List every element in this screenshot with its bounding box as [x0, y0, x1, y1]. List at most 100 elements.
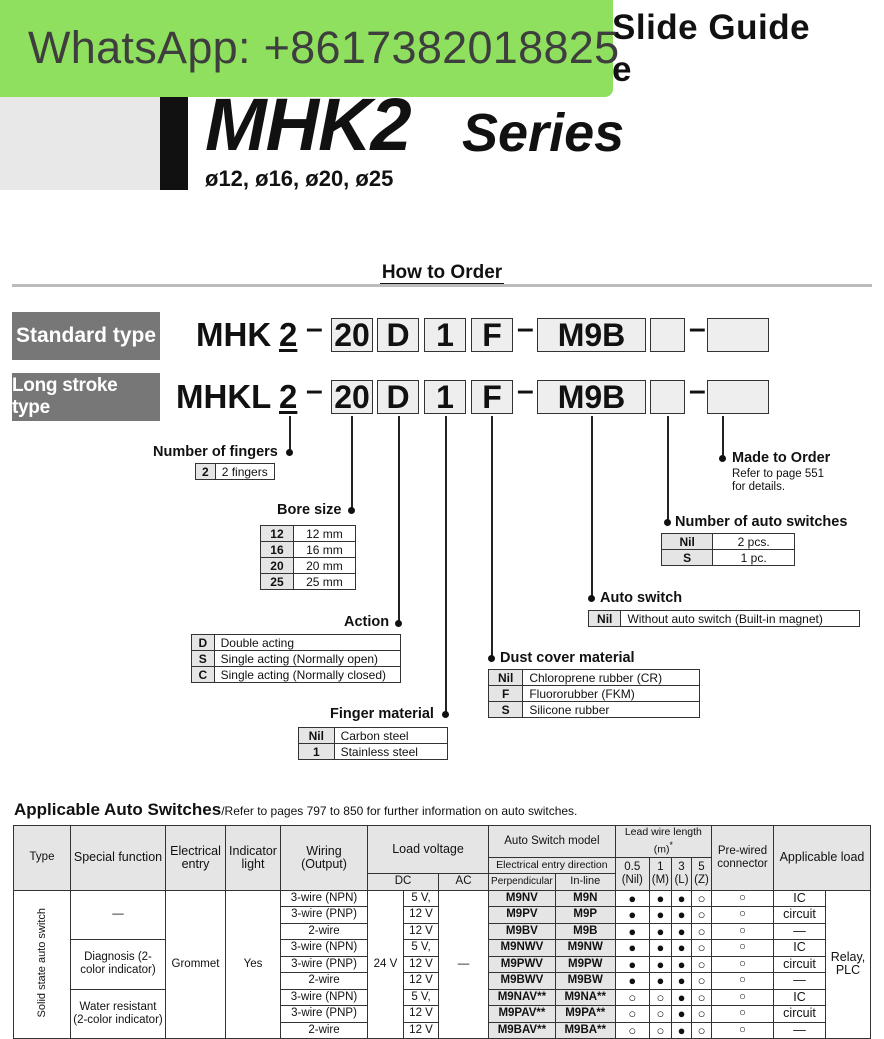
bore-title: Bore size [277, 502, 342, 518]
auto-switch-title: Auto switch [600, 590, 683, 606]
prewired-cell: ○ [711, 906, 774, 924]
lead-length-cell: ● [614, 889, 650, 907]
option-code: C [191, 666, 215, 683]
made-to-order-note1: Refer to page 551 [732, 468, 825, 480]
std-bore-box: 20 [331, 317, 373, 353]
option-code: Nil [298, 727, 335, 744]
prewired-cell: ○ [711, 1021, 774, 1039]
heading-rule [12, 284, 872, 287]
voltage-cell: 12 V [402, 922, 440, 940]
finger-material-title: Finger material [330, 706, 434, 722]
option-code: F [487, 685, 524, 702]
inline-model-cell: M9NA** [554, 988, 616, 1006]
leader-fingers [289, 416, 291, 453]
load-cell: circuit [773, 906, 826, 924]
perp-model-cell: M9NWV [488, 939, 556, 957]
option-code: 20 [260, 557, 294, 574]
wiring-cell: 3-wire (NPN) [280, 889, 368, 907]
lead-length-cell: ● [648, 889, 673, 907]
lead-length-cell: ○ [614, 1021, 650, 1039]
option-code: S [660, 549, 714, 566]
lead-length-cell: ○ [691, 988, 712, 1006]
lead-length-cell: ● [671, 972, 692, 990]
lead-length-cell: ○ [691, 1005, 712, 1023]
voltage-cell: 5 V, [402, 889, 440, 907]
how-to-order-heading: How to Order [379, 262, 505, 285]
inline-model-cell: M9BW [554, 972, 616, 990]
option-desc: 2 pcs. [712, 533, 795, 550]
long-mto-box [707, 380, 769, 414]
lead-length-cell: ● [614, 906, 650, 924]
voltage-cell: 12 V [402, 1005, 440, 1023]
perp-model-cell: M9NAV** [488, 988, 556, 1006]
option-desc: 16 mm [292, 541, 357, 558]
type-cell: Solid state auto switch [13, 889, 71, 1039]
long-switch-box: M9B [537, 379, 646, 415]
lead-length-cell: ● [648, 939, 673, 957]
inline-model-cell: M9P [554, 906, 616, 924]
lead-length-cell: ○ [614, 1005, 650, 1023]
special-function-cell: Diagnosis (2-color indicator) [70, 939, 166, 990]
inline-model-cell: M9NW [554, 939, 616, 957]
option-desc: 2 fingers [214, 463, 275, 480]
lead-length-cell: ○ [648, 1021, 673, 1039]
leader-dot [442, 711, 449, 718]
leader-dot [488, 655, 495, 662]
option-desc: 12 mm [292, 525, 357, 542]
long-prefix: MHKL [176, 378, 272, 415]
action-title: Action [344, 614, 390, 630]
lead-length-cell: ● [648, 972, 673, 990]
leader-dot [664, 519, 671, 526]
wiring-cell: 2-wire [280, 972, 368, 990]
inline-model-cell: M9PW [554, 955, 616, 973]
option-code: Nil [660, 533, 714, 550]
option-desc: 20 mm [292, 557, 357, 574]
lead-length-cell: ● [614, 955, 650, 973]
voltage-cell: 5 V, [402, 939, 440, 957]
relay-cell: Relay, PLC [825, 889, 871, 1039]
header-black-bar [160, 85, 188, 190]
dash: – [689, 374, 706, 407]
option-code: 1 [298, 743, 335, 760]
lead-length-cell: ○ [648, 1005, 673, 1023]
lead-length-cell: ● [671, 889, 692, 907]
lead-length-cell: ● [671, 939, 692, 957]
load-cell: — [773, 972, 826, 990]
leader-action [398, 416, 400, 624]
prewired-cell: ○ [711, 972, 774, 990]
std-switch-box: M9B [537, 317, 646, 353]
lead-length-cell: ○ [691, 1021, 712, 1039]
wiring-cell: 3-wire (PNP) [280, 955, 368, 973]
lead-length-cell: ○ [691, 889, 712, 907]
option-desc: Double acting [213, 634, 402, 651]
option-desc: 25 mm [292, 573, 357, 590]
lead-length-cell: ○ [648, 988, 673, 1006]
inline-model-cell: M9B [554, 922, 616, 940]
option-code: Nil [587, 610, 622, 627]
option-desc: Fluororubber (FKM) [522, 685, 700, 702]
lead-length-cell: ● [614, 922, 650, 940]
dash: – [306, 374, 323, 407]
table-row: Diagnosis (2-color indicator)3-wire (NPN… [14, 939, 871, 990]
perp-model-cell: M9BAV** [488, 1021, 556, 1039]
leader-finger-mat [445, 416, 447, 715]
prewired-cell: ○ [711, 922, 774, 940]
perp-model-cell: M9BV [488, 922, 556, 940]
